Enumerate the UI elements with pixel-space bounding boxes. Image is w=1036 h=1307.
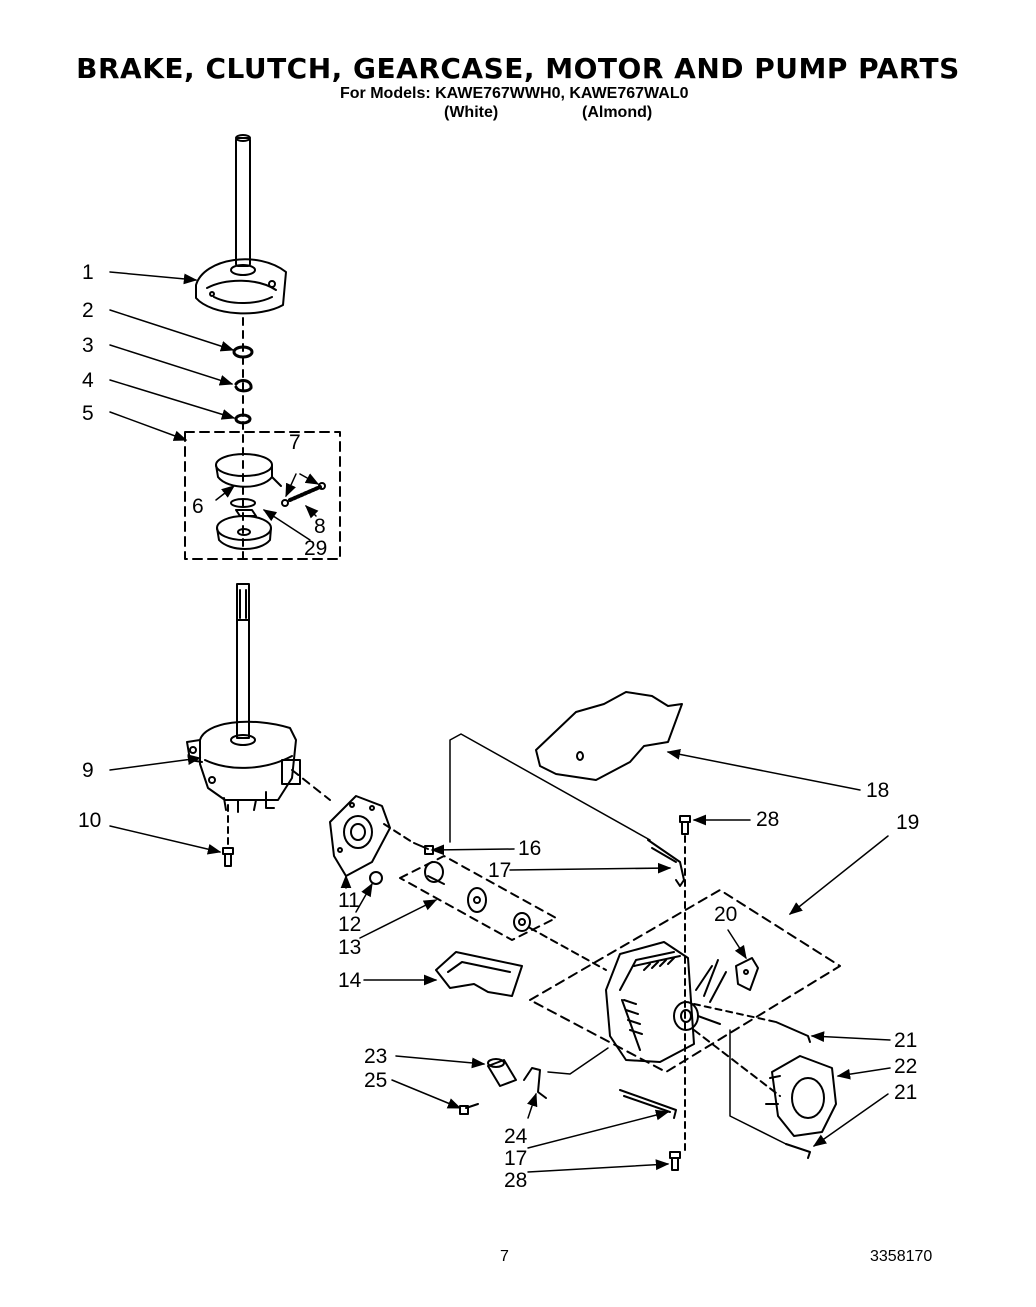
models-line: For Models: KAWE767WWH0, KAWE767WAL0	[340, 85, 689, 102]
part-23-capacitor	[487, 1058, 517, 1087]
motor	[605, 941, 727, 1063]
part-10-screw	[222, 847, 234, 867]
callout-3: 3	[82, 334, 94, 357]
part-18-shield	[535, 691, 683, 781]
part-1-drive-hub	[195, 258, 287, 315]
part-12-cap	[369, 871, 383, 885]
part-21-pin-upper	[775, 1021, 811, 1043]
callout-13: 13	[338, 936, 362, 959]
callout-9: 9	[82, 759, 94, 782]
part-2-washer	[232, 345, 254, 359]
callout-21-upper: 21	[894, 1029, 918, 1052]
callout-22: 22	[894, 1055, 918, 1078]
callout-14: 14	[338, 969, 362, 992]
callout-21-lower: 21	[894, 1081, 918, 1104]
part-20-switch	[735, 957, 759, 991]
part-11-pump-housing	[329, 795, 391, 877]
brake-assembly	[215, 453, 326, 550]
callout-2: 2	[82, 299, 94, 322]
part-21-pin-lower	[785, 1143, 811, 1159]
leader-lines	[109, 271, 891, 1173]
part-5-brake-assembly-box	[184, 431, 341, 560]
part-28-screw-lower	[669, 1151, 681, 1171]
part-22-pump-cover	[765, 1055, 837, 1137]
part-28-screw-upper	[679, 815, 691, 835]
document-number: 3358170	[870, 1248, 933, 1265]
impeller-parts	[424, 861, 531, 932]
upper-shaft	[235, 134, 251, 267]
callout-5: 5	[82, 402, 94, 425]
callout-17-lower: 17	[504, 1147, 528, 1170]
callout-24: 24	[504, 1125, 528, 1148]
callout-25: 25	[364, 1069, 388, 1092]
part-19-motor-box	[529, 889, 841, 1073]
callout-28-upper: 28	[756, 808, 780, 831]
part-25-screw	[459, 1103, 479, 1115]
variant-almond: (Almond)	[582, 104, 653, 121]
part-16-screw	[413, 842, 434, 855]
callout-10: 10	[78, 809, 102, 832]
part-24-bracket	[523, 1067, 547, 1099]
part-4-washer	[234, 413, 252, 425]
part-9-gearcase	[186, 720, 301, 813]
part-17-clip-lower	[619, 1089, 677, 1119]
callout-11: 11	[338, 889, 360, 912]
part-3-retaining-ring	[234, 379, 253, 393]
callout-19: 19	[896, 811, 920, 834]
page-number: 7	[500, 1248, 509, 1265]
callout-8: 8	[314, 515, 326, 538]
callout-16: 16	[518, 837, 542, 860]
callout-17-upper: 17	[488, 859, 512, 882]
part-17-clip-upper	[647, 839, 685, 887]
callout-29: 29	[304, 537, 328, 560]
part-14-gasket	[435, 951, 523, 997]
callout-12: 12	[338, 913, 362, 936]
callout-18: 18	[866, 779, 890, 802]
variant-white: (White)	[444, 104, 499, 121]
callout-1: 1	[82, 261, 94, 284]
page-title: BRAKE, CLUTCH, GEARCASE, MOTOR AND PUMP …	[76, 52, 960, 85]
callout-28-lower: 28	[504, 1169, 528, 1192]
lower-shaft	[230, 583, 256, 746]
callout-7: 7	[289, 431, 301, 454]
callout-23: 23	[364, 1045, 388, 1068]
callout-6: 6	[192, 495, 204, 518]
callout-20: 20	[714, 903, 738, 926]
callout-4: 4	[82, 369, 94, 392]
